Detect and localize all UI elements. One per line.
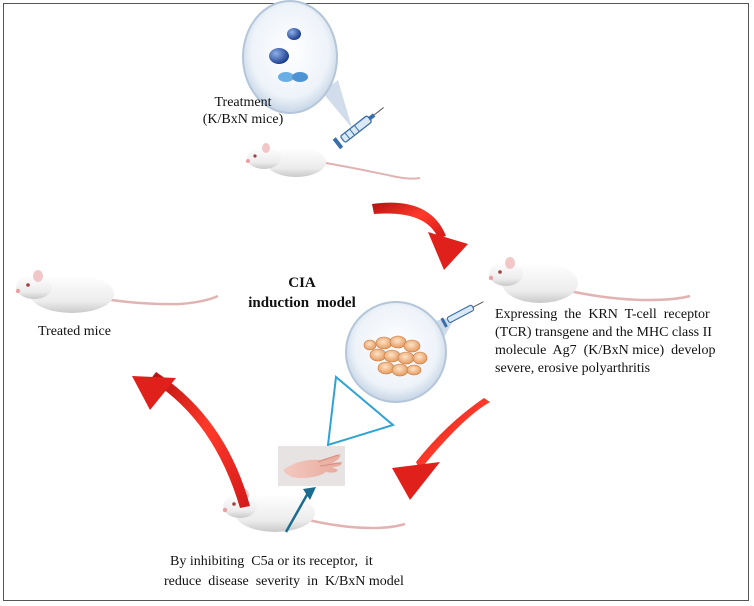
syringe-icon	[332, 107, 384, 150]
treated-mice-label: Treated mice	[38, 324, 111, 339]
cell-magnifier	[345, 301, 456, 403]
arrow-left	[132, 372, 250, 508]
treatment-label: Treatment (K/BxN mice)	[188, 94, 298, 128]
arrow-top-right	[372, 202, 468, 270]
rat-icon-treatment	[246, 143, 421, 180]
inhibit-line1: By inhibiting C5a or its receptor, it	[170, 554, 373, 569]
expressing-line1: Expressing the KRN T-cell receptor	[495, 307, 710, 322]
expressing-label: Expressing the KRN T-cell receptor (TCR)…	[495, 306, 745, 378]
center-title: CIA induction model	[222, 273, 382, 313]
particle-icon	[292, 72, 308, 82]
expressing-line2: (TCR) transgene and the MHC class II	[495, 325, 712, 340]
arrow-bottom-right	[392, 398, 490, 500]
paw-photo	[278, 446, 345, 486]
treatment-label-line2: (K/BxN mice)	[202, 112, 284, 127]
rat-icon-expressing	[488, 257, 691, 303]
particle-icon	[287, 28, 301, 40]
cells-icon	[363, 335, 428, 377]
treatment-label-line1: Treatment	[214, 95, 272, 110]
inhibit-label: By inhibiting C5a or its receptor, it re…	[164, 552, 464, 592]
rat-icon-bottom	[222, 489, 406, 532]
rat-icon-treated	[15, 270, 219, 313]
inhibit-line2: reduce disease severity in K/BxN model	[164, 574, 404, 589]
arrow-to-paw	[284, 487, 316, 533]
triangle-pointer	[326, 375, 396, 447]
particle-icon	[278, 72, 294, 82]
center-title-line2: induction model	[248, 295, 356, 311]
top-magnifier	[242, 0, 352, 128]
center-title-line1: CIA	[288, 275, 316, 291]
expressing-line3: molecule Ag7 (K/BxN mice) develop	[495, 343, 716, 358]
particle-icon	[269, 48, 289, 64]
expressing-line4: severe, erosive polyarthritis	[495, 361, 651, 376]
syringe-icon	[440, 301, 484, 328]
